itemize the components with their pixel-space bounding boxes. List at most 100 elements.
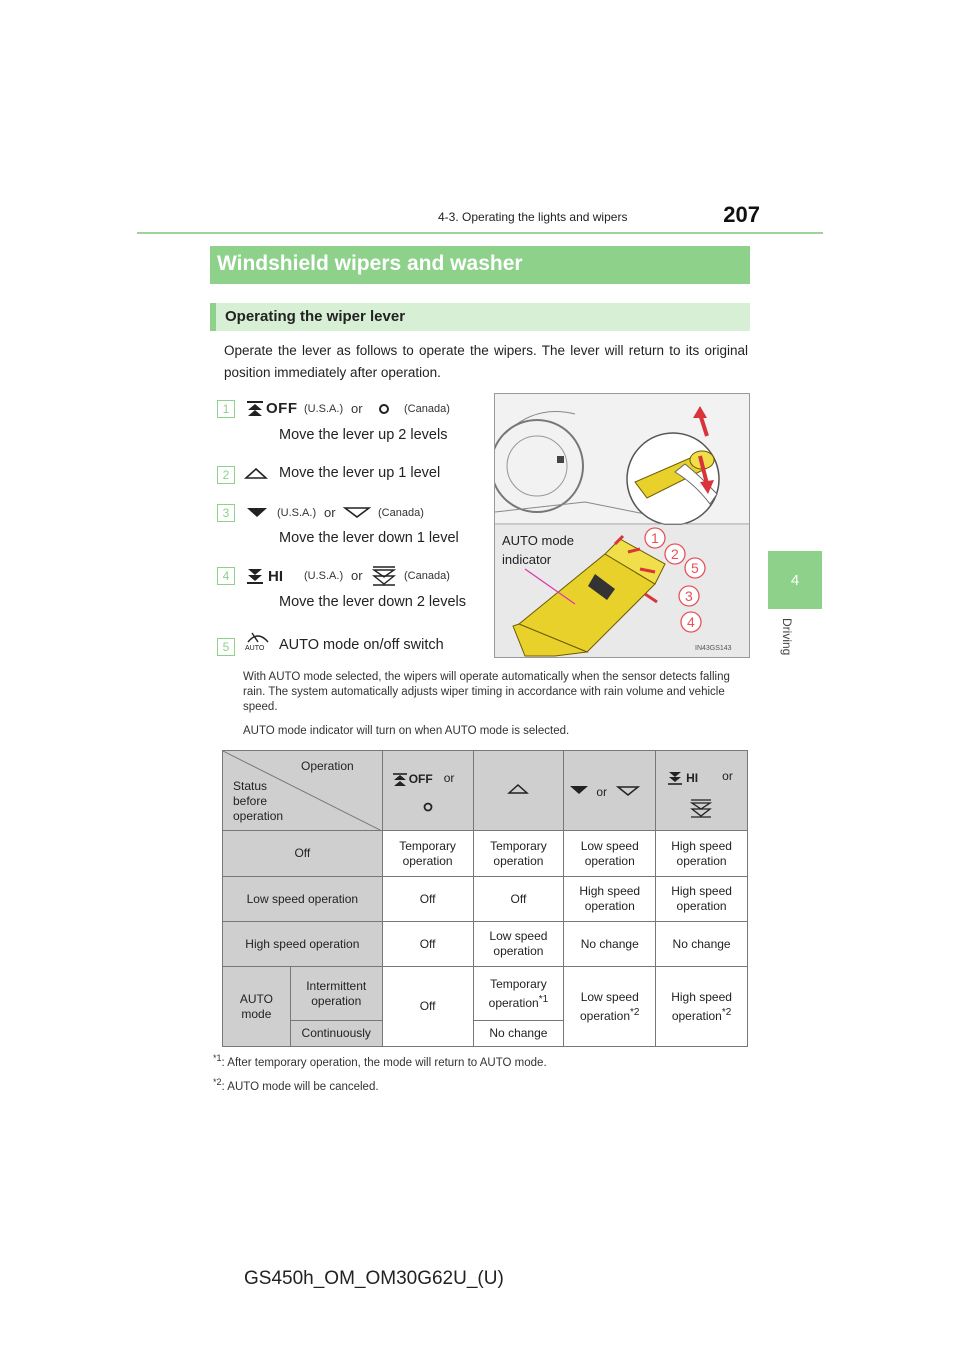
footnote-mark: *2 — [630, 1006, 640, 1018]
illustration-code: IN43GS143 — [695, 645, 732, 652]
table-row: AUTO mode Intermittent operation Off Tem… — [222, 966, 748, 1047]
col-header-up1 — [472, 750, 565, 831]
table-cell: High speed operation*2 — [655, 966, 748, 1047]
col-hi-label: HI — [686, 771, 699, 785]
status-cell: High speed operation — [222, 921, 383, 967]
callout-3: 3 — [685, 588, 693, 604]
table-cell: High speed operation — [655, 876, 748, 922]
table-row: Low speed operation Off Off High speed o… — [222, 876, 748, 922]
off-label: OFF — [266, 400, 298, 417]
table-cell: Off — [381, 921, 474, 967]
page-number: 207 — [723, 202, 760, 227]
chevron-up-icon — [244, 467, 268, 479]
header-rule — [137, 232, 823, 234]
circle-icon — [423, 802, 433, 812]
table-cell: Low speed operation*2 — [563, 966, 657, 1047]
table-cell: Low speed operation — [563, 830, 657, 877]
cell-text: Low speed operation — [579, 989, 639, 1023]
illustration-drawing: 1 2 5 3 4 IN43GS143 — [495, 394, 749, 657]
table-cell: No change — [563, 921, 657, 967]
chapter-tab: 4 — [768, 551, 822, 609]
item-5-text: AUTO mode on/off switch — [279, 637, 444, 653]
footnote-mark: *2 — [721, 1006, 732, 1018]
usa-label: (U.S.A.) — [277, 507, 317, 519]
down-arrow-icon — [570, 786, 589, 794]
corner-operation-label: Operation — [301, 759, 354, 773]
wiper-operation-table: Operation Status before operation OFF or… — [222, 750, 748, 1047]
cell-text: High speed operation — [671, 989, 732, 1023]
footnote-mark: *1 — [538, 993, 549, 1005]
subsection-title: Operating the wiper lever — [225, 308, 406, 325]
table-cell: Temporary operation — [381, 830, 474, 877]
table-row: Continuously No change — [223, 1020, 748, 1047]
auto-mode-cell: AUTO mode — [222, 966, 291, 1047]
corner-status-label: Status before operation — [233, 779, 284, 823]
table-cell: No change — [472, 1020, 565, 1047]
double-up-arrow-icon — [247, 401, 263, 416]
table-row: Off Temporary operation Temporary operat… — [222, 830, 748, 877]
circle-icon — [379, 404, 389, 414]
item-number-3: 3 — [217, 504, 235, 522]
callout-2: 2 — [671, 546, 679, 562]
table-cell: Temporary operation*1 — [472, 966, 565, 1021]
section-label: 4-3. Operating the lights and wipers — [438, 210, 628, 224]
table-cell: Off — [381, 876, 474, 922]
footnote-text: : After temporary operation, the mode wi… — [221, 1056, 547, 1069]
subsection-title-bar: Operating the wiper lever — [210, 303, 750, 331]
item-number-2: 2 — [217, 466, 235, 484]
col-or-text: or — [722, 769, 733, 783]
table-row: High speed operation Off Low speed opera… — [222, 921, 748, 967]
footnote-text: : AUTO mode will be canceled. — [221, 1080, 379, 1093]
item-4-text: Move the lever down 2 levels — [279, 594, 466, 610]
wiper-lever-illustration: 1 2 5 3 4 IN43GS143 AUTO mode indicator — [494, 393, 750, 658]
double-down-arrow-icon — [668, 772, 683, 785]
item-number-1: 1 — [217, 400, 235, 418]
status-cell: Off — [222, 830, 383, 877]
auto-wiper-icon — [247, 632, 269, 643]
auto-icon-label: AUTO — [245, 645, 265, 652]
col-or-text: or — [596, 785, 607, 799]
continuously-cell: Continuously — [289, 1020, 383, 1047]
double-chevron-down-icon — [690, 799, 713, 818]
section-title: Windshield wipers and washer — [217, 252, 523, 275]
down-arrow-icon — [247, 508, 267, 517]
table-cell: High speed operation — [563, 876, 657, 922]
cell-text: Temporary operation — [488, 976, 547, 1010]
footnote-2: *2: AUTO mode will be canceled. — [213, 1077, 379, 1093]
table-corner-cell: Operation Status before operation — [222, 750, 383, 831]
col-off-label: OFF — [408, 772, 433, 786]
item-2-text: Move the lever up 1 level — [279, 465, 441, 481]
usa-label: (U.S.A.) — [304, 570, 344, 582]
indicator-note: AUTO mode indicator will turn on when AU… — [243, 725, 570, 737]
footnote-mark: *1 — [213, 1053, 222, 1063]
corner-diagonal — [223, 751, 382, 831]
table-cell: Low speed operation — [472, 921, 565, 967]
col-header-down2: HI or — [655, 750, 748, 831]
table-cell: Off — [381, 966, 474, 1047]
or-text: or — [351, 401, 363, 416]
callout-5: 5 — [691, 560, 699, 576]
double-down-arrow-icon — [247, 569, 263, 584]
footnote-mark: *2 — [213, 1077, 222, 1087]
canada-label: (Canada) — [378, 507, 424, 519]
chevron-up-icon — [507, 783, 530, 794]
callout-4: 4 — [687, 614, 695, 630]
auto-mode-indicator-label: AUTO mode indicator — [502, 533, 575, 567]
col-header-up2: OFF or — [381, 750, 474, 831]
intermittent-cell: Intermittent operation — [289, 966, 383, 1021]
hi-label: HI — [268, 568, 283, 585]
table-cell: Off — [472, 876, 565, 922]
table-cell: High speed operation — [655, 830, 748, 877]
footnote-1: *1: After temporary operation, the mode … — [213, 1053, 547, 1069]
auto-mode-note: With AUTO mode selected, the wipers will… — [243, 671, 730, 713]
table-cell: No change — [655, 921, 748, 967]
status-cell: Low speed operation — [222, 876, 383, 922]
col-or-text: or — [443, 771, 455, 785]
or-text: or — [324, 505, 336, 520]
intro-paragraph: Operate the lever as follows to operate … — [224, 343, 748, 380]
double-up-arrow-icon — [392, 773, 407, 786]
table-cell: Temporary operation — [472, 830, 565, 877]
or-text: or — [351, 568, 363, 583]
section-title-bar: Windshield wipers and washer — [210, 246, 750, 284]
canada-label: (Canada) — [404, 403, 450, 415]
